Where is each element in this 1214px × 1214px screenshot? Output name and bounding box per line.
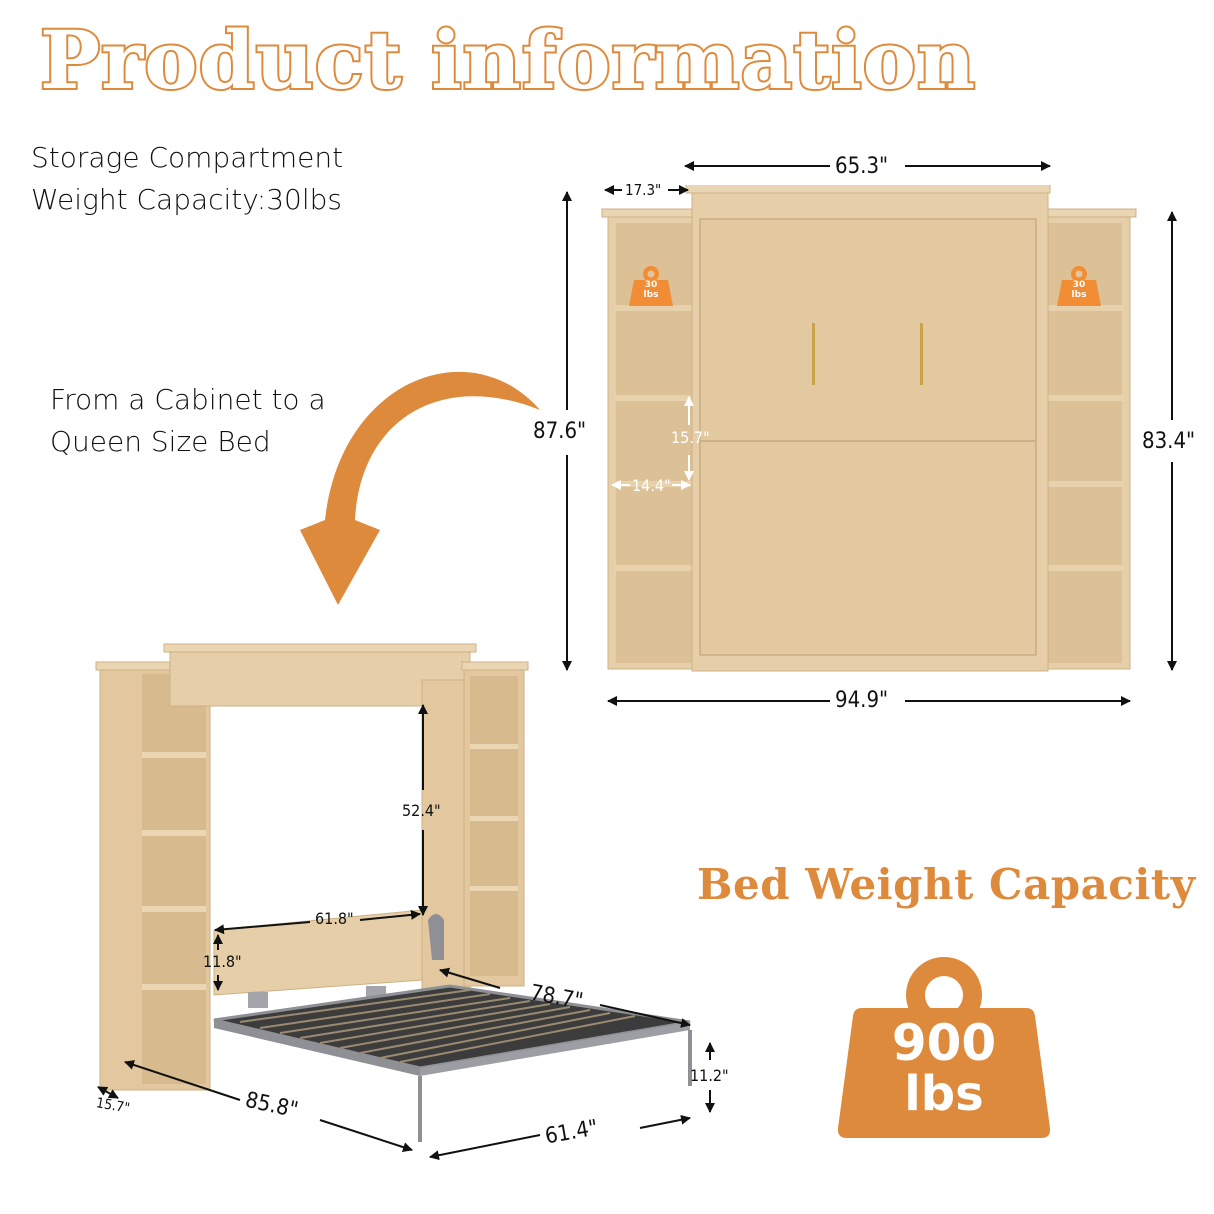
storage-capacity-note: Storage Compartment Weight Capacity:30lb… bbox=[31, 137, 343, 221]
dim-shelf-width: 14.4" bbox=[632, 476, 671, 495]
dim-headboard-height: 11.8" bbox=[203, 952, 242, 971]
page-title: Product information bbox=[38, 11, 977, 109]
bed-capacity-title: Bed Weight Capacity bbox=[697, 860, 1196, 909]
dim-total-height: 87.6" bbox=[533, 419, 587, 444]
kettlebell-weight-icon bbox=[837, 957, 1051, 1138]
shelf-weight-badge-right: 30 lbs bbox=[1056, 266, 1102, 306]
transform-note-line1: From a Cabinet to a bbox=[50, 383, 326, 416]
dim-opening-width: 61.8" bbox=[315, 909, 354, 928]
bed-capacity-value: 900 bbox=[891, 1014, 997, 1072]
bed-capacity-unit: lbs bbox=[904, 1066, 984, 1122]
weight-capacity-badge: 900 lbs bbox=[834, 950, 1054, 1140]
storage-note-line2: Weight Capacity:30lbs bbox=[31, 183, 343, 216]
storage-note-line1: Storage Compartment bbox=[31, 141, 344, 174]
transform-note: From a Cabinet to a Queen Size Bed bbox=[50, 379, 326, 463]
dim-opening-height: 52.4" bbox=[402, 801, 441, 820]
shelf-weight-badge-left: 30 lbs bbox=[628, 266, 674, 306]
open-bed-illustration bbox=[90, 640, 710, 1160]
dim-side-height: 83.4" bbox=[1142, 429, 1196, 454]
dim-side-width: 17.3" bbox=[625, 181, 662, 199]
dim-center-width: 65.3" bbox=[835, 154, 889, 179]
transform-note-line2: Queen Size Bed bbox=[50, 425, 271, 458]
dim-leg-height: 11.2" bbox=[690, 1066, 729, 1085]
closed-cabinet-illustration bbox=[600, 185, 1160, 675]
dim-shelf-height: 15.7" bbox=[671, 428, 710, 447]
dim-total-width: 94.9" bbox=[835, 688, 889, 713]
